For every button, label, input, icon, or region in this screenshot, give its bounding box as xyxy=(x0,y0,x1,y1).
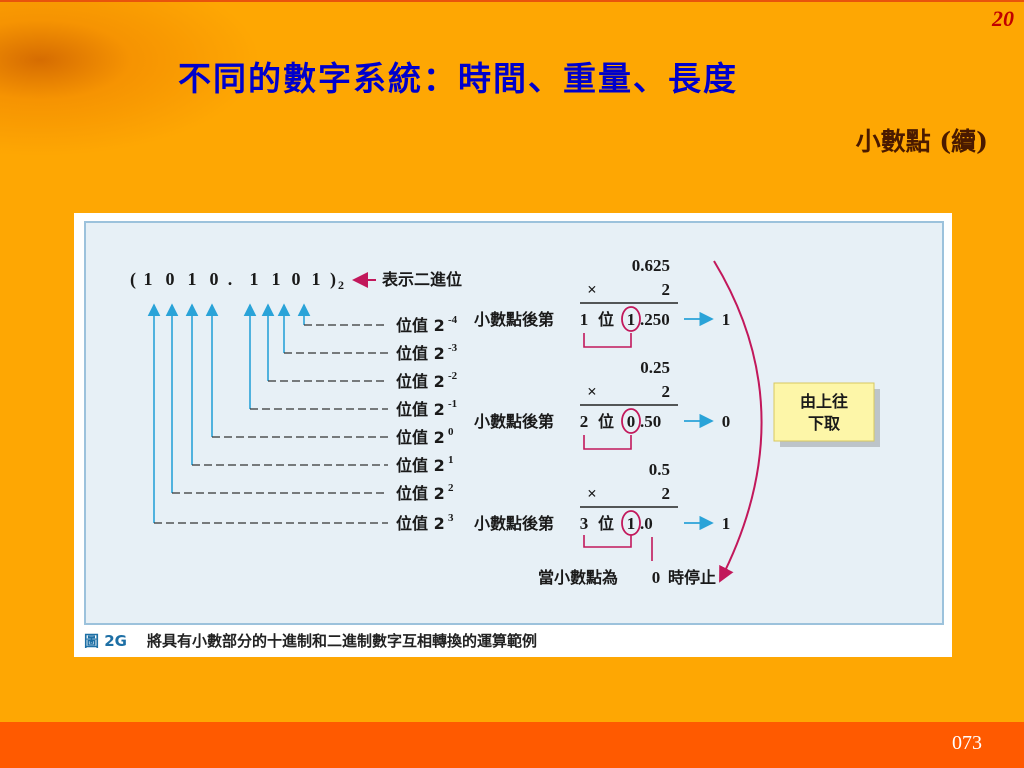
place-value-label: 位值 2 xyxy=(396,484,445,503)
step-multiplicand: 0.25 xyxy=(640,358,670,377)
step-result-bit: 1 xyxy=(722,310,731,329)
stop-note-text: 當小數點為 xyxy=(538,568,618,587)
binary-digit: 1 xyxy=(188,269,197,289)
top-border-line xyxy=(0,0,1024,2)
final-bracket xyxy=(583,535,632,548)
binary-open-paren: ( xyxy=(130,269,136,290)
step-times-sign: × xyxy=(587,484,597,503)
place-value-exponent: 0 xyxy=(448,426,454,438)
read-order-text: 由上往 xyxy=(800,392,848,411)
place-value-label: 位值 2 xyxy=(396,514,445,533)
step-multiplier: 2 xyxy=(662,382,671,401)
step-position-suffix: 位 xyxy=(598,310,614,329)
step-remainder: .50 xyxy=(640,412,661,431)
step-position-number: 1 xyxy=(580,310,589,329)
binary-close-paren: ) xyxy=(330,269,336,290)
place-value-exponent: 2 xyxy=(448,482,454,494)
stop-note-suffix: 時停止 xyxy=(668,568,716,587)
step-result-digit: 1 xyxy=(627,514,636,533)
binary-digit: 0 xyxy=(292,269,301,289)
binary-base-subscript: 2 xyxy=(338,278,344,292)
place-value-exponent: 1 xyxy=(448,454,454,466)
footer-bar: 073 xyxy=(0,722,1024,768)
place-value-exponent: -4 xyxy=(448,314,458,326)
binary-label: 表示二進位 xyxy=(381,270,462,289)
place-value-label: 位值 2 xyxy=(396,456,445,475)
step-digit-circle xyxy=(621,306,641,332)
step-remainder: .250 xyxy=(640,310,670,329)
binary-digit: 1 xyxy=(312,269,321,289)
binary-digit: 0 xyxy=(210,269,219,289)
binary-digit: 1 xyxy=(250,269,259,289)
step-position-label: 小數點後第 xyxy=(474,514,554,533)
place-value-exponent: -3 xyxy=(448,342,458,354)
step-position-number: 3 xyxy=(580,514,589,533)
page-code: 073 xyxy=(952,732,982,754)
binary-digit: 1 xyxy=(144,269,153,289)
step-result-bit: 1 xyxy=(722,514,731,533)
place-value-label: 位值 2 xyxy=(396,316,445,335)
place-value-label: 位值 2 xyxy=(396,372,445,391)
step-result-digit: 0 xyxy=(627,412,636,431)
step-times-sign: × xyxy=(587,280,597,299)
step-remainder: .0 xyxy=(640,514,653,533)
step-result-digit: 1 xyxy=(627,310,636,329)
step-multiplier: 2 xyxy=(662,484,671,503)
step-position-label: 小數點後第 xyxy=(474,412,554,431)
step-multiplier: 2 xyxy=(662,280,671,299)
place-value-exponent: -2 xyxy=(448,370,458,382)
step-digit-bracket xyxy=(583,333,632,348)
caption-text: 將具有小數部分的十進制和二進制數字互相轉換的運算範例 xyxy=(146,631,537,650)
binary-digit: 0 xyxy=(166,269,175,289)
step-position-label: 小數點後第 xyxy=(474,310,554,329)
step-position-suffix: 位 xyxy=(598,514,614,533)
place-value-exponent: 3 xyxy=(448,512,454,524)
stop-note-number: 0 xyxy=(652,568,661,587)
place-value-label: 位值 2 xyxy=(396,344,445,363)
step-position-suffix: 位 xyxy=(598,412,614,431)
corner-decoration xyxy=(0,0,360,200)
read-order-curve xyxy=(713,260,763,583)
step-multiplicand: 0.625 xyxy=(632,256,670,275)
place-value-label: 位值 2 xyxy=(396,428,445,447)
slide-subtitle: 小數點 (續) xyxy=(855,127,988,156)
caption-label: 圖 2G xyxy=(84,631,127,650)
step-times-sign: × xyxy=(587,382,597,401)
step-multiplicand: 0.5 xyxy=(649,460,670,479)
step-digit-circle xyxy=(621,408,641,434)
slide-number: 20 xyxy=(992,6,1014,31)
binary-digit: . xyxy=(228,269,233,289)
figure-caption: 圖 2G 將具有小數部分的十進制和二進制數字互相轉換的運算範例 xyxy=(84,627,944,653)
slide-title: 不同的數字系統：時間、重量、長度 xyxy=(178,59,738,98)
place-value-label: 位值 2 xyxy=(396,400,445,419)
place-value-exponent: -1 xyxy=(448,398,457,410)
step-digit-bracket xyxy=(583,435,632,450)
step-position-number: 2 xyxy=(580,412,589,431)
read-order-box xyxy=(773,382,875,442)
step-result-bit: 0 xyxy=(722,412,731,431)
binary-digit: 1 xyxy=(272,269,281,289)
read-order-text: 下取 xyxy=(808,414,840,433)
